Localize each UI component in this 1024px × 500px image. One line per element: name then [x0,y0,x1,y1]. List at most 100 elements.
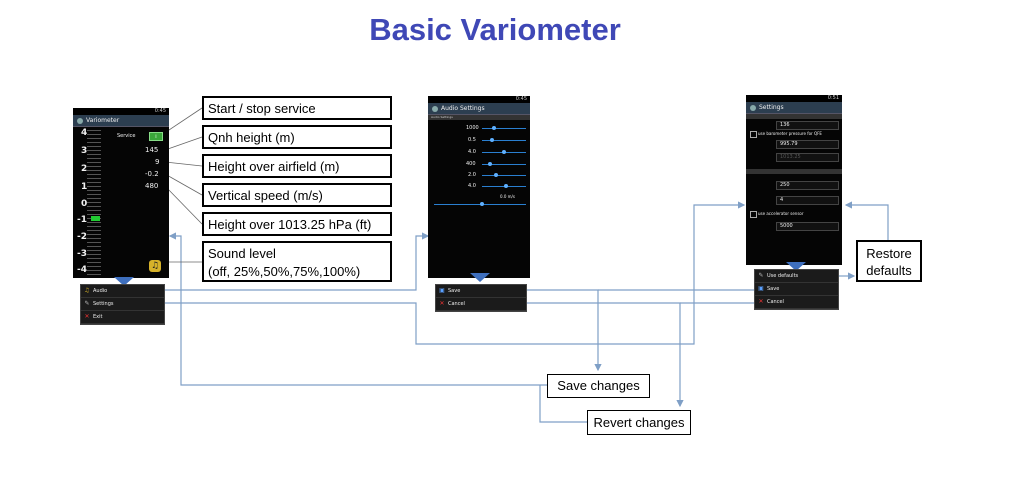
app-icon [432,105,438,112]
menu-item-audio[interactable]: ♫Audio [81,285,164,298]
min-down-speed-slider[interactable] [482,173,526,177]
down-frequency-slider[interactable] [482,162,526,166]
service-toggle-button[interactable]: I [149,132,163,141]
restore-defaults-line2: defaults [866,263,912,278]
scale-label: -3 [77,249,87,259]
scale-label: 4 [81,128,88,138]
min-up-speed-slider[interactable] [482,138,526,142]
app-title: Audio Settings [441,105,485,112]
callout-line-1013 [164,185,203,225]
std-height-value: 480 [145,182,159,190]
status-bar: 0:45 [428,96,530,103]
flow-revert-back [539,385,587,423]
slider-knob[interactable] [502,150,506,154]
pressure-field[interactable]: 995.79 [776,140,839,149]
callout-start-stop-service: Start / stop service [202,96,392,120]
status-bar: 0:45 [73,108,169,115]
menu-arrow-icon [470,273,490,282]
settings-screen: 0:51 Settings 136 use barometer pressure… [746,95,842,265]
audio-section-header: Audio Settings [428,115,530,120]
test-speed-slider[interactable] [434,202,526,206]
callout-vertical-speed: Vertical speed (m/s) [202,183,392,207]
min-up-speed-value: 0.5 [468,137,476,143]
slider-knob[interactable] [494,173,498,177]
settings-section-header [746,114,842,119]
slider-knob[interactable] [492,126,496,130]
slider-knob[interactable] [504,184,508,188]
app-title: Variometer [86,117,120,124]
app-bar: Settings [746,102,842,114]
flow-restore-back [844,201,889,240]
app-bar: Audio Settings [428,103,530,115]
max-up-speed-value: 4.0 [468,149,476,155]
use-accel-checkbox[interactable] [750,211,757,218]
use-baro-checkbox[interactable] [750,131,757,138]
scale-label: 0 [81,199,88,209]
airfield-height-field[interactable]: 136 [776,121,839,130]
qnh-height-value: 145 [145,146,159,154]
menu-item-exit[interactable]: ✕Exit [81,311,164,324]
page-title: Basic Variometer [369,12,621,47]
audio-menu: ▣Save ✕Cancel [435,284,527,312]
callout-qnh-height: Qnh height (m) [202,125,392,149]
menu-item-label: Exit [93,314,103,320]
min-down-speed-value: 2.0 [468,172,476,178]
up-frequency-slider[interactable] [482,126,526,130]
menu-item-use-defaults[interactable]: ✎Use defaults [755,270,838,283]
menu-arrow-icon [114,277,134,286]
slider-knob[interactable] [490,138,494,142]
sound-level-icon[interactable]: ♫ [149,260,161,272]
scale-label: 1 [81,182,88,192]
flow-audio-save [526,289,602,372]
damping-field[interactable]: 4 [776,196,839,205]
revert-changes-box: Revert changes [587,410,691,435]
menu-item-save[interactable]: ▣Save [755,283,838,296]
menu-item-label: Cancel [448,301,465,307]
down-frequency-value: 400 [466,161,476,167]
save-changes-box: Save changes [547,374,650,398]
time-field[interactable]: 250 [776,181,839,190]
app-title: Settings [759,104,784,111]
menu-item-settings[interactable]: ✎Settings [81,298,164,311]
use-accel-label: use accelerator sensor [758,211,804,216]
menu-item-cancel[interactable]: ✕Cancel [436,298,526,311]
menu-item-label: Use defaults [767,273,799,279]
menu-item-label: Settings [93,301,114,307]
callout-height-over-airfield: Height over airfield (m) [202,154,392,178]
close-icon: ✕ [439,300,445,307]
current-speed-value: 0.0 m/s [500,194,515,199]
flow-save-back-to-main [168,232,547,386]
menu-item-cancel[interactable]: ✕Cancel [755,296,838,309]
scale-label: 2 [81,164,88,174]
scale-label: 3 [81,146,88,156]
menu-arrow-icon [786,262,806,271]
max-down-speed-slider[interactable] [482,184,526,188]
max-up-speed-slider[interactable] [482,150,526,154]
save-icon: ▣ [758,285,764,292]
slider-knob[interactable] [480,202,484,206]
slider-knob[interactable] [488,162,492,166]
menu-item-label: Cancel [767,299,784,305]
save-icon: ▣ [439,287,445,294]
use-baro-label: use barometer pressure for QFE [758,131,822,136]
audio-settings-screen: 0:45 Audio Settings Audio Settings 1000 … [428,96,530,278]
airfield-height-value: 9 [155,158,160,166]
wrench-icon: ✎ [758,272,764,279]
scale-label: -2 [77,232,87,242]
menu-item-save[interactable]: ▣Save [436,285,526,298]
flow-settings-to-settings-screen [164,201,746,345]
main-menu: ♫Audio ✎Settings ✕Exit [80,284,165,325]
menu-item-label: Audio [93,288,108,294]
max-down-speed-value: 4.0 [468,183,476,189]
menu-item-label: Save [448,288,461,294]
settings-section-header-2 [746,169,842,174]
accel-time-field[interactable]: 5000 [776,222,839,231]
up-frequency-value: 1000 [466,125,479,131]
restore-defaults-line1: Restore [866,246,912,261]
restore-defaults-box: Restore defaults [856,240,922,282]
scale-label: -1 [77,215,87,225]
callout-line-airfield [164,161,203,167]
scale-ticks [87,130,101,278]
service-label: Service [117,133,136,139]
